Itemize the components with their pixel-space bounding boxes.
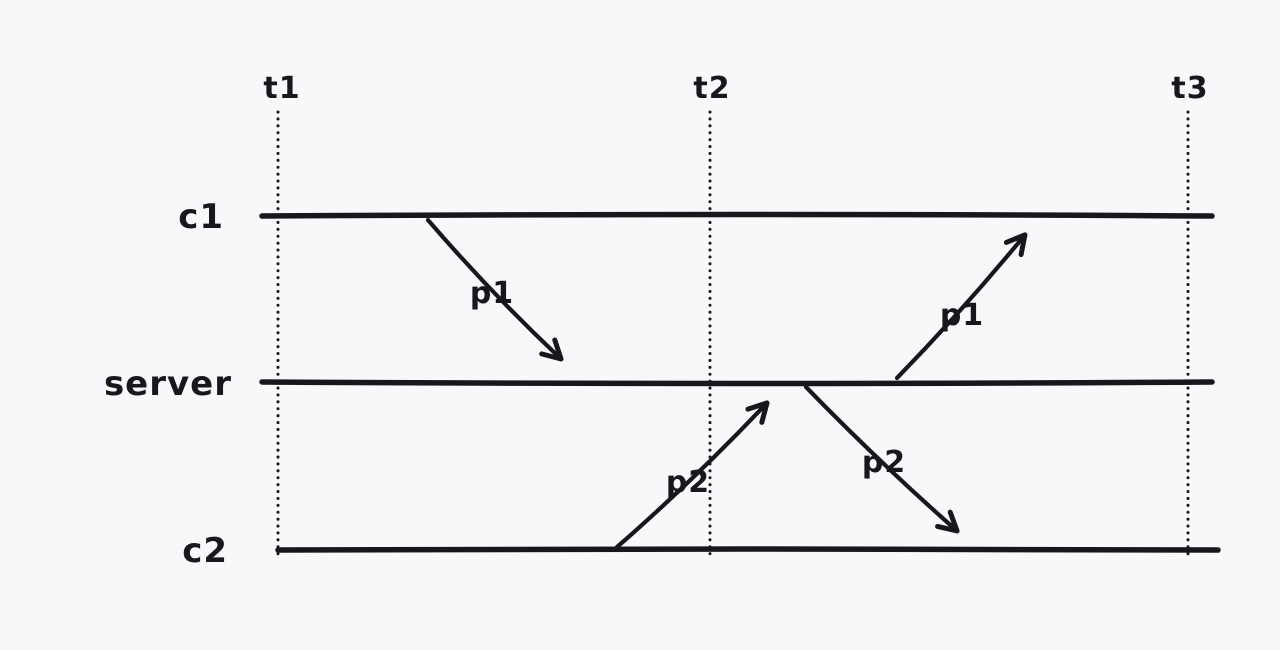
- timeline-line-c1: [259, 211, 1215, 219]
- message-label-p2: p2: [666, 465, 710, 500]
- message-label-p1: p1: [470, 276, 514, 311]
- message-arrow-p2: [803, 384, 960, 534]
- timeline-label-c2: c2: [182, 531, 228, 571]
- message-arrow-p2: [614, 400, 770, 550]
- timeline-label-server: server: [104, 364, 232, 404]
- message-label-p2: p2: [862, 445, 906, 480]
- time-marker-label-t2: t2: [693, 71, 730, 106]
- time-marker-label-t1: t1: [263, 71, 300, 106]
- timeline-line-server: [259, 379, 1215, 387]
- message-arrow-p1: [425, 217, 564, 362]
- message-arrow-p1: [894, 232, 1028, 381]
- time-marker-label-t3: t3: [1171, 71, 1208, 106]
- timeline-label-c1: c1: [178, 197, 224, 237]
- timeline-line-c2: [275, 546, 1221, 553]
- message-label-p1: p1: [940, 298, 984, 333]
